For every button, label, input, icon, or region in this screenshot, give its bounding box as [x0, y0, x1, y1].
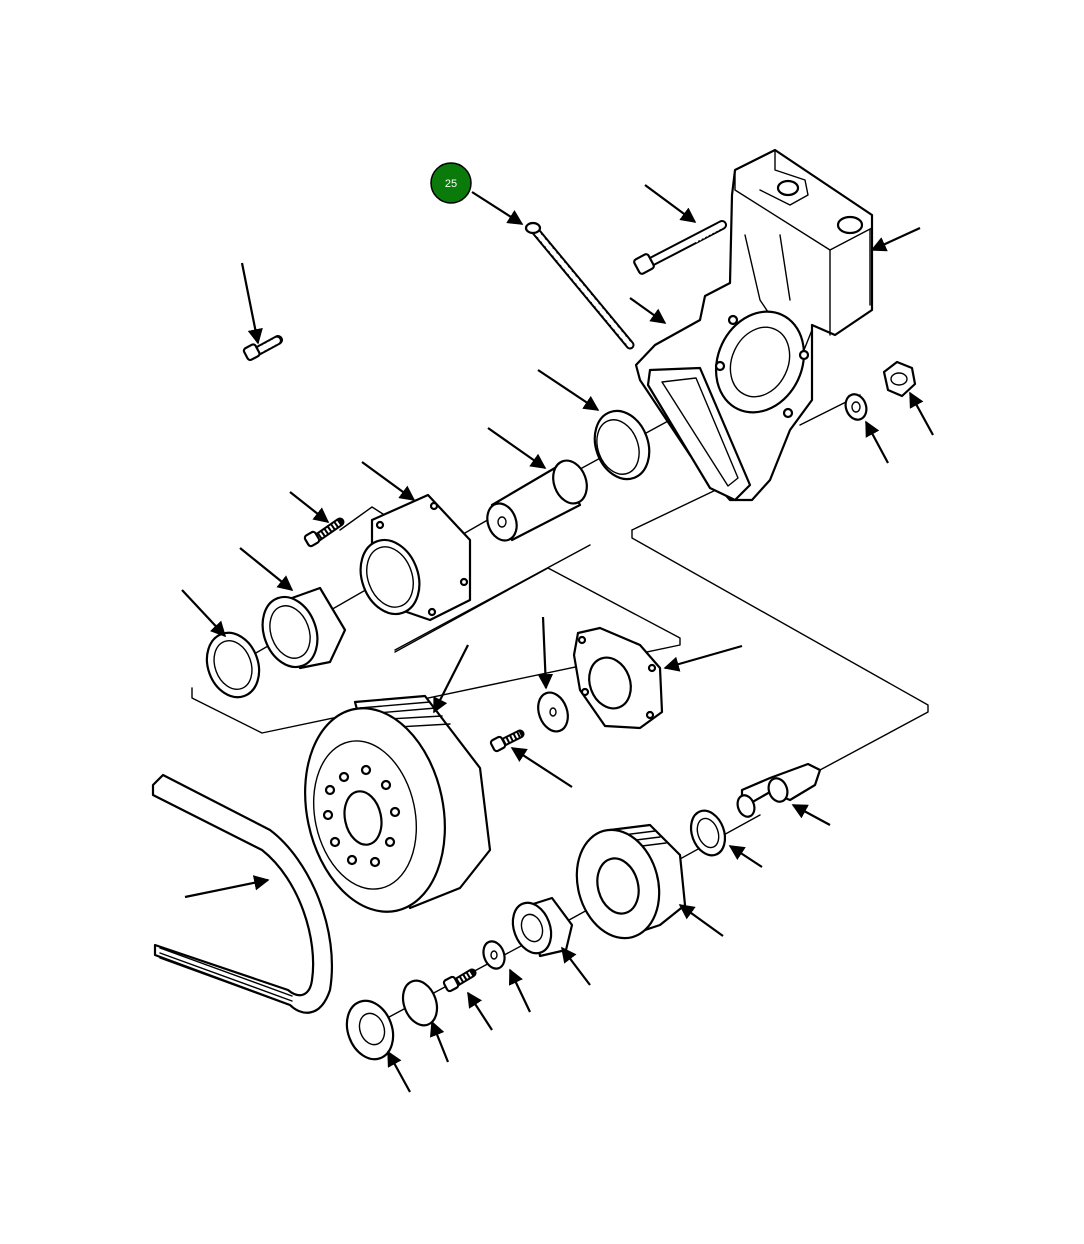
lower-bolt — [442, 968, 477, 993]
bearing — [261, 586, 347, 670]
bearing-housing — [359, 493, 472, 622]
hub-flange — [572, 626, 664, 730]
o-ring — [401, 979, 439, 1027]
bearing-seal — [205, 631, 261, 699]
long-stud — [524, 221, 635, 350]
shaft-seal — [689, 809, 727, 857]
dust-cap — [345, 999, 395, 1061]
leader-arrows — [181, 184, 934, 1093]
callout-circle[interactable] — [430, 162, 472, 204]
spacer-sleeve — [486, 459, 588, 542]
shaft-pin — [736, 762, 822, 818]
washer — [844, 393, 868, 421]
small-bolt — [242, 335, 283, 362]
bracket-bolt — [633, 220, 727, 275]
drive-belt — [151, 773, 334, 1014]
small-washer — [482, 940, 506, 970]
callout-25-button[interactable]: 25 — [430, 162, 472, 204]
seal-ring — [593, 409, 651, 481]
flat-washer — [537, 691, 569, 733]
idler-pulley — [575, 823, 687, 940]
lower-bearing — [511, 896, 574, 958]
nut — [882, 360, 917, 398]
housing-bolt — [303, 517, 345, 548]
mounting-bracket — [634, 148, 874, 502]
center-bolt — [489, 729, 525, 753]
callout-label: 25 — [445, 178, 457, 190]
large-pulley — [304, 694, 492, 913]
